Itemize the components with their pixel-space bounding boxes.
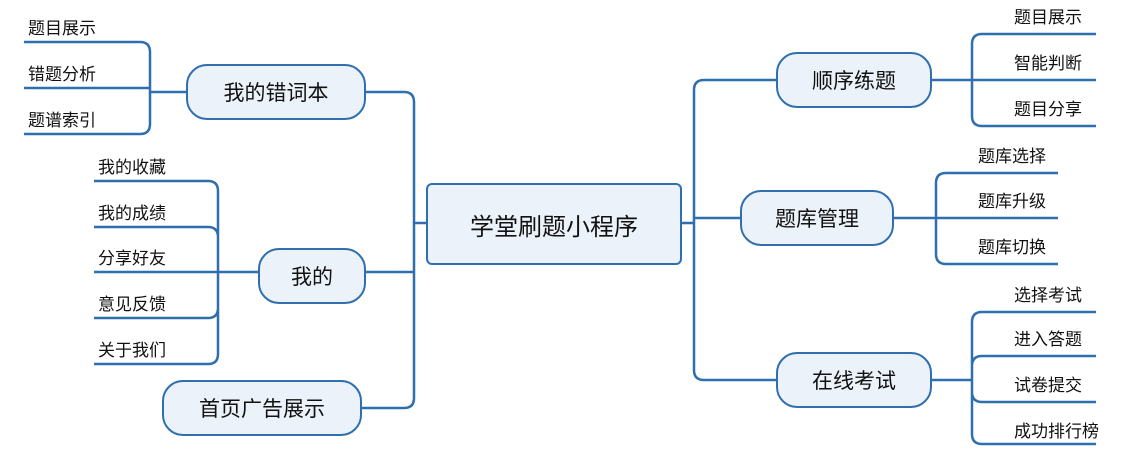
leaf-tiku-shengji[interactable]: 题库升级	[978, 192, 1046, 212]
connector-tiku	[894, 171, 1058, 266]
leaf-shunxu-timu-fenxiang[interactable]: 题目分享	[1014, 100, 1082, 120]
leaf-kaoshi-jinru[interactable]: 进入答题	[1014, 330, 1082, 350]
leaf-wode-guanyu[interactable]: 关于我们	[98, 341, 166, 361]
leaf-wode-chengji[interactable]: 我的成绩	[98, 204, 166, 224]
connector-kaoshi	[932, 310, 1096, 446]
leaf-cuoci-timu-zhanshi[interactable]: 题目展示	[28, 19, 96, 39]
leaf-kaoshi-tijiao[interactable]: 试卷提交	[1014, 376, 1082, 396]
leaf-cuoci-cuoti-fenxi[interactable]: 错题分析	[28, 65, 96, 85]
connector-root-left	[362, 90, 426, 410]
leaf-shunxu-timu-zhanshi[interactable]: 题目展示	[1014, 8, 1082, 28]
branch-shouye-guanggao[interactable]: 首页广告展示	[162, 380, 362, 436]
leaf-wode-shoucang[interactable]: 我的收藏	[98, 158, 166, 178]
leaf-tiku-qiehuan[interactable]: 题库切换	[978, 238, 1046, 258]
leaf-tiku-xuanze[interactable]: 题库选择	[978, 147, 1046, 167]
leaf-wode-fankui[interactable]: 意见反馈	[98, 295, 166, 315]
connector-cuoci	[24, 40, 186, 136]
connector-wode	[94, 179, 258, 366]
leaf-kaoshi-xuanze[interactable]: 选择考试	[1014, 286, 1082, 306]
root-node[interactable]: 学堂刷题小程序	[426, 183, 682, 265]
connector-root-right	[682, 78, 776, 382]
leaf-kaoshi-paihang[interactable]: 成功排行榜	[1014, 422, 1099, 442]
branch-wode[interactable]: 我的	[258, 248, 366, 304]
branch-zaixian-kaoshi[interactable]: 在线考试	[776, 352, 932, 408]
branch-tiku-guanli[interactable]: 题库管理	[740, 190, 894, 246]
leaf-wode-fenxiang[interactable]: 分享好友	[98, 249, 166, 269]
branch-cuocibene[interactable]: 我的错词本	[186, 64, 366, 120]
connector-shunxu	[932, 32, 1096, 128]
leaf-shunxu-zhineng-panduan[interactable]: 智能判断	[1014, 54, 1082, 74]
branch-shunxu-lianti[interactable]: 顺序练题	[776, 52, 932, 108]
leaf-cuoci-tipu-suoyin[interactable]: 题谱索引	[28, 111, 96, 131]
